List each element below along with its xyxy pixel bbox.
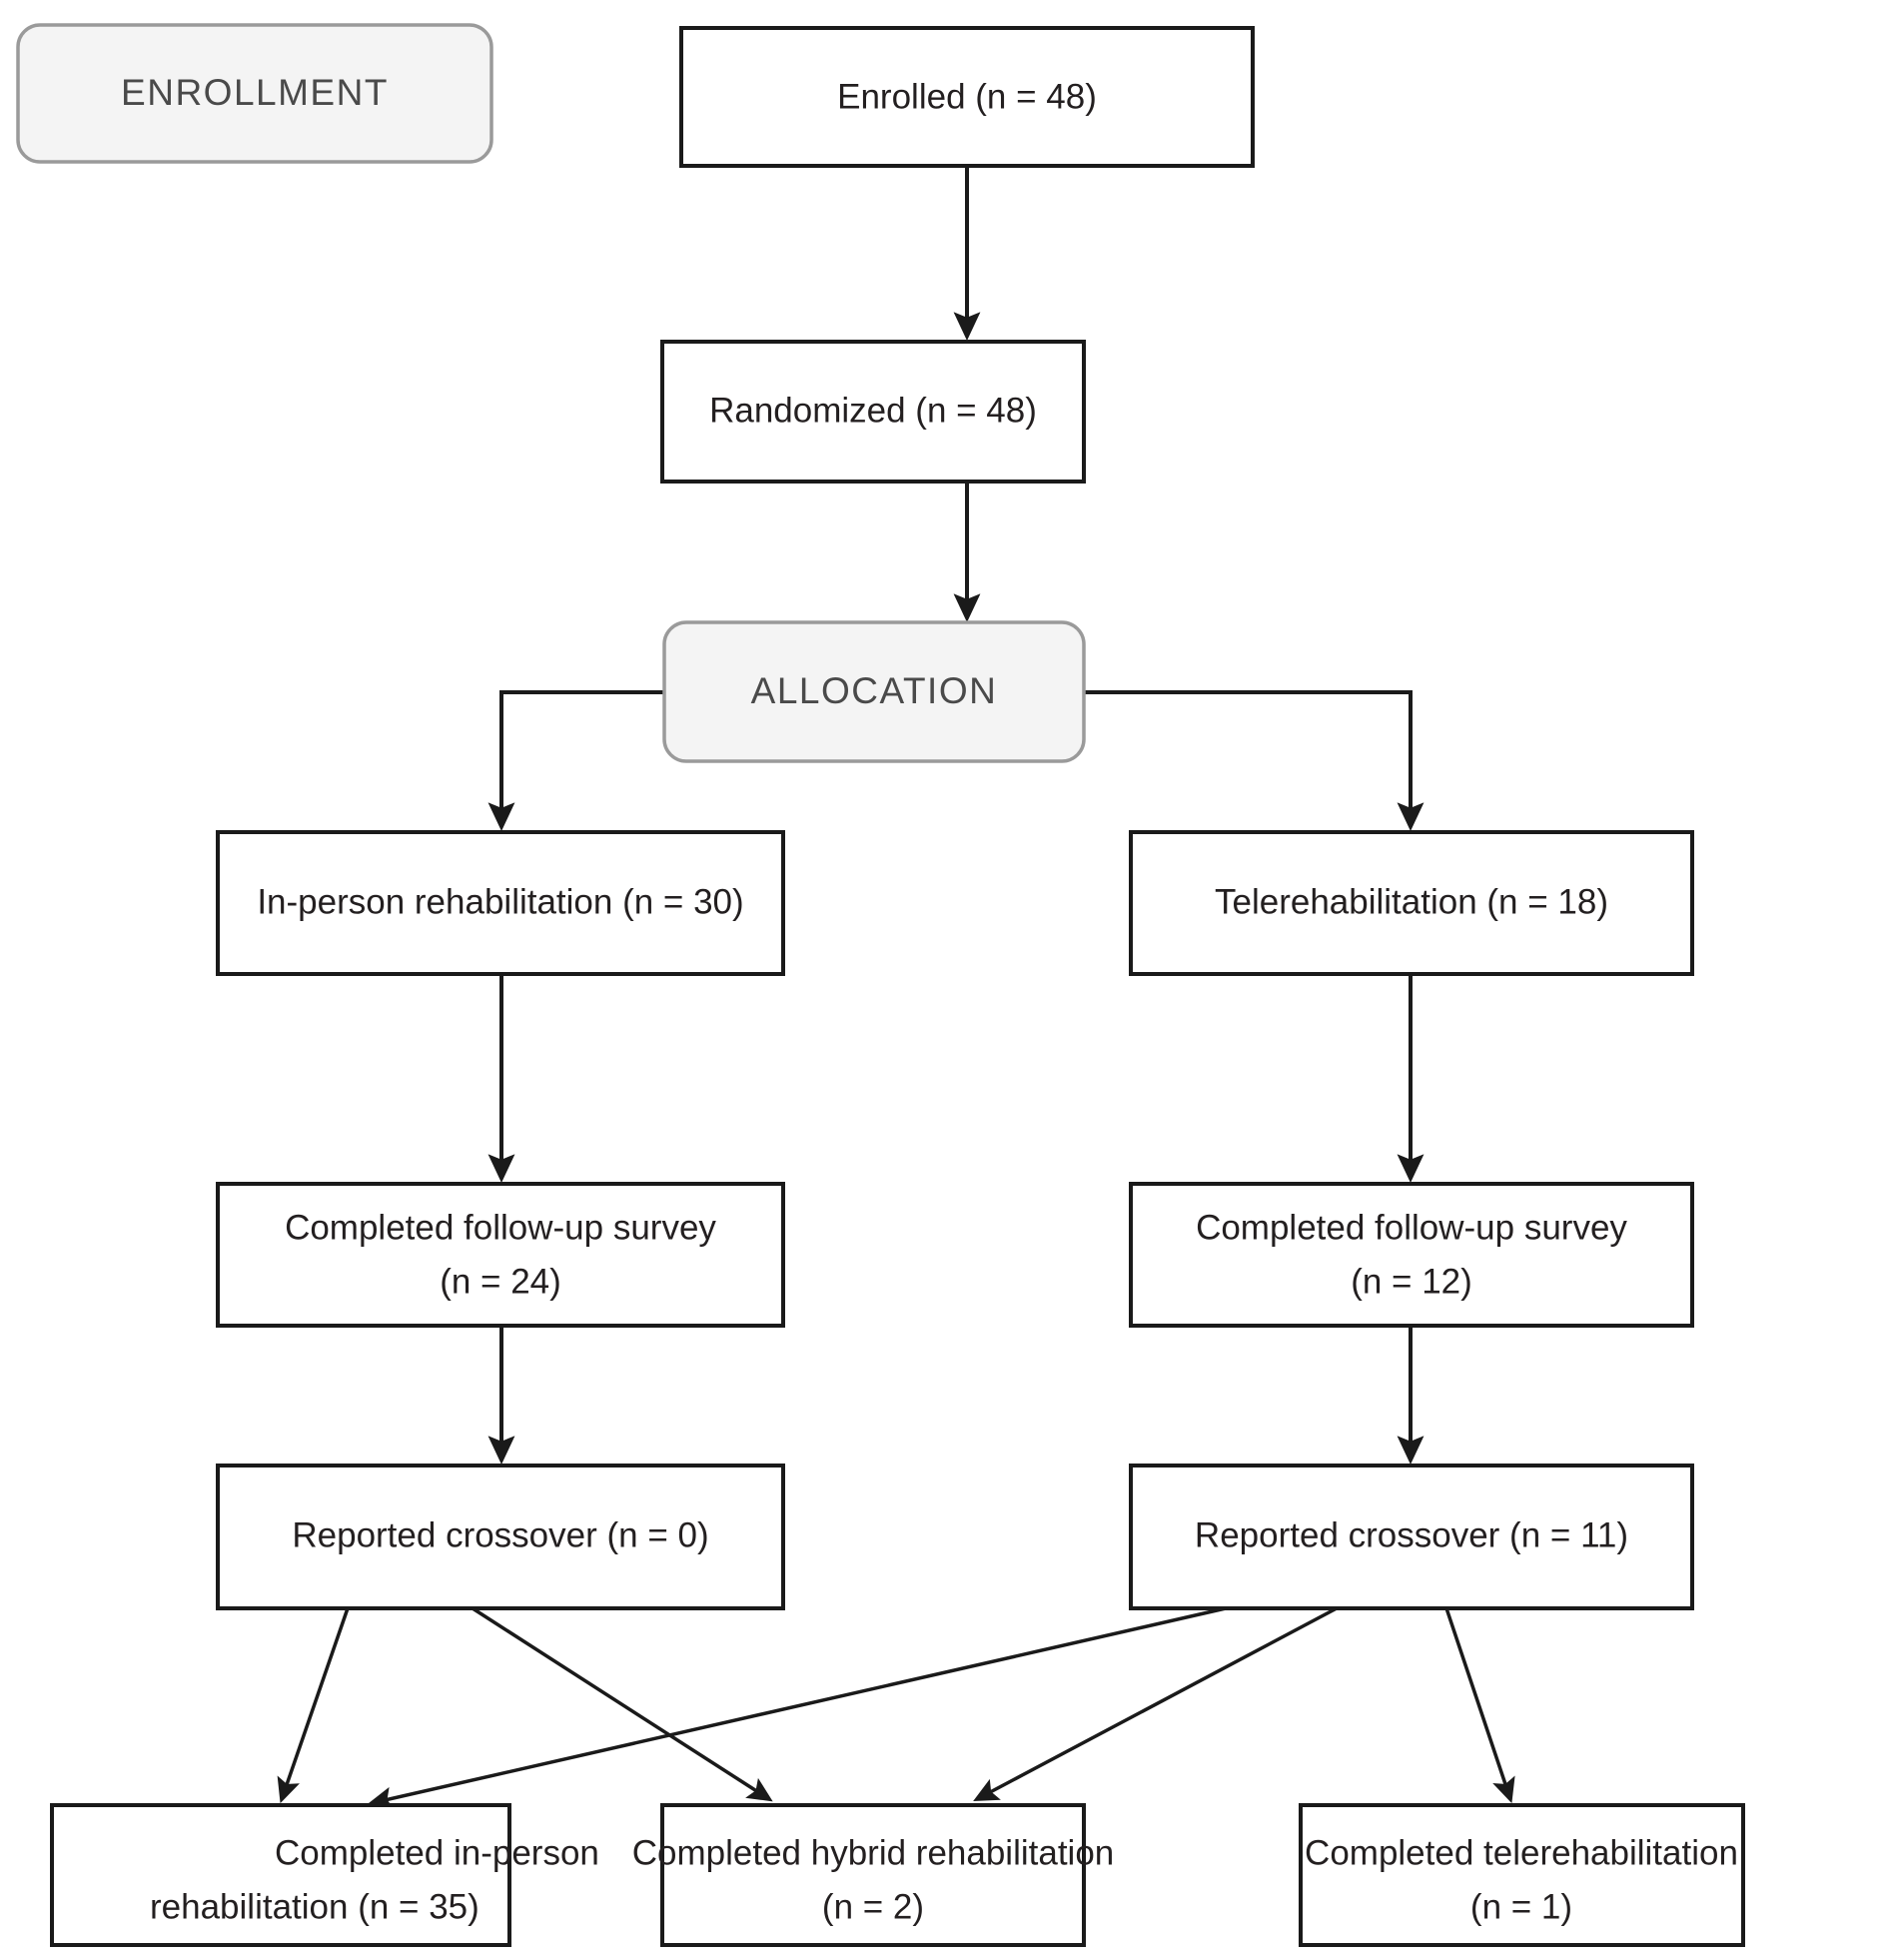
- completed-hybrid-label-line-2: (n = 2): [822, 1887, 924, 1926]
- edge-crossover-left-to-completed-hybrid: [472, 1606, 773, 1802]
- completed-in-person-label-line-1: Completed in-person: [275, 1833, 599, 1872]
- followup-survey-left-label-line-1: Completed follow-up survey: [285, 1208, 716, 1247]
- allocation-banner-label: ALLOCATION: [751, 670, 998, 711]
- in-person-rehabilitation-box-shape: [216, 830, 785, 976]
- followup-survey-left-label-line-2: (n = 24): [440, 1262, 561, 1301]
- reported-crossover-right-label-line-1: Reported crossover (n = 11): [1195, 1515, 1628, 1554]
- enrolled-box-shape: [679, 26, 1255, 168]
- node-completed-hybrid: Completed hybrid rehabilitation (n = 2): [632, 1803, 1115, 1947]
- reported-crossover-left-label-line-1: Reported crossover (n = 0): [292, 1515, 708, 1554]
- followup-survey-right-box-shape: [1129, 1182, 1694, 1328]
- completed-telerehabilitation-label-line-2: (n = 1): [1470, 1887, 1572, 1926]
- followup-survey-left-box-shape: [216, 1182, 785, 1328]
- edge-crossover-right-to-completed-inperson: [367, 1606, 1227, 1810]
- node-randomized: Randomized (n = 48): [660, 340, 1086, 484]
- node-reported-crossover-left: Reported crossover (n = 0): [216, 1464, 785, 1610]
- enrollment-banner-label: ENROLLMENT: [121, 72, 389, 113]
- completed-telerehabilitation-label-line-1: Completed telerehabilitation: [1305, 1833, 1738, 1872]
- completed-in-person-label-line-2: rehabilitation (n = 35): [150, 1887, 479, 1926]
- edge-allocation-split-left: [487, 690, 664, 831]
- completed-in-person-box-shape: [50, 1803, 511, 1947]
- node-followup-survey-left: Completed follow-up survey (n = 24): [216, 1182, 785, 1328]
- node-completed-in-person: Completed in-person rehabilitation (n = …: [50, 1803, 599, 1947]
- randomized-label-line-1: Randomized (n = 48): [709, 391, 1037, 430]
- stage-banner-allocation: ALLOCATION: [662, 620, 1086, 763]
- randomized-box-shape: [660, 340, 1086, 484]
- node-in-person-rehabilitation: In-person rehabilitation (n = 30): [216, 830, 785, 976]
- node-enrolled: Enrolled (n = 48): [679, 26, 1255, 168]
- edge-crossover-right-to-completed-hybrid: [973, 1606, 1338, 1802]
- node-completed-telerehabilitation: Completed telerehabilitation (n = 1): [1299, 1803, 1745, 1947]
- reported-crossover-left-box-shape: [216, 1464, 785, 1610]
- reported-crossover-right-box-shape: [1129, 1464, 1694, 1610]
- enrollment-banner-shape: [16, 23, 493, 164]
- node-reported-crossover-right: Reported crossover (n = 11): [1129, 1464, 1694, 1610]
- edge-allocation-split-right: [1084, 690, 1425, 831]
- completed-telerehabilitation-box-shape: [1299, 1803, 1745, 1947]
- telerehabilitation-label-line-1: Telerehabilitation (n = 18): [1215, 882, 1608, 921]
- edge-crossover-left-to-completed-inperson: [277, 1607, 350, 1804]
- completed-hybrid-box-shape: [660, 1803, 1086, 1947]
- in-person-rehabilitation-label-line-1: In-person rehabilitation (n = 30): [257, 882, 743, 921]
- completed-hybrid-label-line-1: Completed hybrid rehabilitation: [632, 1833, 1115, 1872]
- stage-banner-enrollment: ENROLLMENT: [16, 23, 493, 164]
- node-followup-survey-right: Completed follow-up survey (n = 12): [1129, 1182, 1694, 1328]
- node-telerehabilitation: Telerehabilitation (n = 18): [1129, 830, 1694, 976]
- telerehabilitation-box-shape: [1129, 830, 1694, 976]
- allocation-banner-shape: [662, 620, 1086, 763]
- edge-crossover-right-to-completed-tele: [1444, 1607, 1515, 1804]
- followup-survey-right-label-line-2: (n = 12): [1351, 1262, 1472, 1301]
- enrolled-label-line-1: Enrolled (n = 48): [837, 77, 1097, 116]
- followup-survey-right-label-line-1: Completed follow-up survey: [1196, 1208, 1627, 1247]
